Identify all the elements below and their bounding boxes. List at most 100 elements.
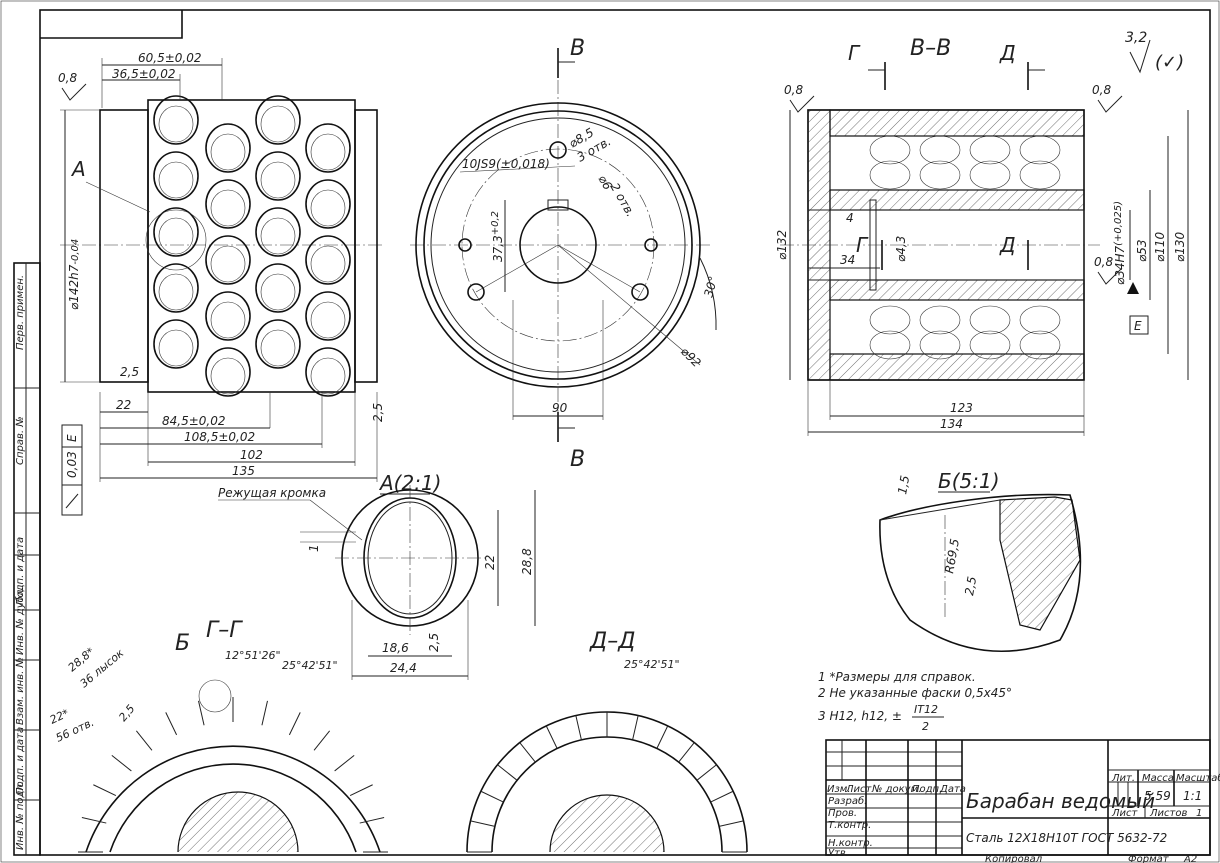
tb-prov: Пров. bbox=[828, 808, 857, 819]
section-hole bbox=[969, 160, 1011, 190]
detail-b: Б(5:1) 1,5 R69,5 2,5 bbox=[879, 469, 1082, 653]
detail-a-dim-288: 28,8 bbox=[520, 548, 534, 575]
section-hole bbox=[1019, 160, 1061, 190]
detail-a-note: Режущая кромка bbox=[218, 486, 326, 500]
note-frac-den: 2 bbox=[922, 720, 929, 733]
front-dim-r25: 2,5 bbox=[120, 365, 139, 379]
section-tooth bbox=[261, 700, 268, 726]
section-hole bbox=[869, 330, 911, 360]
detail-b-title: Б(5:1) bbox=[938, 469, 1000, 493]
detail-b-dim-25: 2,5 bbox=[962, 575, 979, 596]
drum-hole bbox=[205, 235, 251, 285]
section-hole bbox=[919, 160, 961, 190]
side-label-top: В bbox=[570, 36, 585, 61]
front-dim-22: 22 bbox=[116, 398, 131, 412]
detail-a: А(2:1) Режущая кромка 1 22 28,8 18,6 2,5… bbox=[218, 471, 536, 680]
tolerance-base: Е bbox=[65, 434, 79, 442]
front-dim-r25b: 2,5 bbox=[371, 403, 385, 422]
tb-listov-lbl: Листов bbox=[1149, 808, 1187, 819]
tb-razrab: Разраб. bbox=[828, 795, 867, 807]
section-gg-a1: 12°51'26" bbox=[225, 649, 281, 662]
dd-teeth bbox=[467, 712, 747, 853]
section-tooth bbox=[497, 764, 518, 781]
tb-tkontr: Т.контр. bbox=[828, 820, 871, 831]
section-bb-cut-g: Г bbox=[848, 41, 861, 65]
drum-hole bbox=[305, 235, 351, 285]
section-dd-a1: 25°42'51" bbox=[624, 658, 680, 671]
drum-hole bbox=[305, 291, 351, 341]
section-hole bbox=[1019, 135, 1061, 165]
note-1: 1 *Размеры для справок. bbox=[818, 670, 976, 684]
bb-holes bbox=[869, 135, 1061, 360]
section-tooth bbox=[359, 817, 385, 824]
drum-hole bbox=[205, 291, 251, 341]
section-hole bbox=[969, 330, 1011, 360]
notes: 1 *Размеры для справок. 2 Не указанные ф… bbox=[818, 670, 1012, 733]
stamp-podl: Инв. № подл. bbox=[15, 781, 26, 850]
bb-dim-53: ⌀53 bbox=[1135, 240, 1149, 263]
section-bb: В–В Г Д Г Д 0,8 0,8 0,8 ⌀132 4 34 ⌀4 bbox=[775, 36, 1189, 436]
section-hole bbox=[869, 305, 911, 335]
detail-a-dim-1: 1 bbox=[307, 544, 321, 552]
side-label-bottom: В bbox=[570, 447, 585, 472]
tb-masshtab: Масштаб bbox=[1176, 772, 1220, 784]
bb-dim-34: 34 bbox=[840, 253, 855, 267]
section-bb-cut-d: Д bbox=[999, 41, 1016, 65]
tb-kopiroval: Копировал bbox=[985, 854, 1043, 863]
tb-doc: № докум. bbox=[871, 784, 921, 795]
bb-dim-34h7: ⌀34H7(+0,025) bbox=[1113, 201, 1127, 285]
side-dim-30: 30° bbox=[701, 275, 720, 299]
tb-massa: Масса bbox=[1142, 773, 1174, 784]
side-stamp-column: Перв. примен. Справ. № Подп. и дата Инв.… bbox=[13, 262, 41, 856]
gg-teeth bbox=[78, 697, 388, 853]
drum-hole bbox=[255, 207, 301, 257]
section-tooth bbox=[334, 754, 355, 772]
section-dd-title: Д–Д bbox=[589, 629, 635, 654]
drum-hole bbox=[305, 123, 351, 173]
section-tooth bbox=[656, 725, 669, 749]
roughness-mark: (✓) bbox=[1155, 52, 1184, 73]
section-gg-label-b: Б bbox=[175, 631, 190, 656]
bb-dim-110: ⌀110 bbox=[1153, 232, 1167, 262]
section-tooth bbox=[111, 754, 132, 772]
section-tooth bbox=[470, 820, 495, 827]
side-dim-hole6: ⌀6 bbox=[595, 173, 615, 193]
section-tooth bbox=[678, 742, 695, 763]
section-tooth bbox=[545, 725, 558, 749]
tb-mass-val: 5,59 bbox=[1144, 789, 1171, 803]
front-holes bbox=[153, 95, 351, 397]
stamp-dubl: Инв. № дубл. bbox=[14, 587, 26, 655]
section-gg-d22: 22* bbox=[48, 706, 72, 726]
stamp-sprav: Справ. № bbox=[15, 416, 26, 465]
tb-nkontr: Н.контр. bbox=[828, 838, 873, 849]
stamp-podp2: Подп. и дата bbox=[15, 727, 26, 795]
bb-dim-130: ⌀130 bbox=[1173, 232, 1187, 262]
section-hole bbox=[869, 160, 911, 190]
drum-hole bbox=[205, 179, 251, 229]
tb-lit: Лит. bbox=[1111, 773, 1135, 784]
section-tooth bbox=[313, 730, 331, 751]
drum-hole bbox=[255, 319, 301, 369]
drum-hole bbox=[305, 179, 351, 229]
bb-dim-134: 134 bbox=[940, 417, 963, 431]
section-hole bbox=[969, 135, 1011, 165]
section-tooth bbox=[135, 730, 153, 751]
stamp-podp1: Подп. и дата bbox=[15, 537, 26, 605]
drum-hole bbox=[255, 151, 301, 201]
section-tooth bbox=[480, 790, 504, 803]
tb-scale-val: 1:1 bbox=[1183, 789, 1202, 803]
front-dim-605: 60,5±0,02 bbox=[138, 51, 202, 65]
drum-hole bbox=[205, 347, 251, 397]
detail-b-dim-15: 1,5 bbox=[895, 474, 912, 495]
section-gg-title: Г–Г bbox=[206, 618, 243, 643]
front-label-a: А bbox=[70, 157, 86, 181]
section-hole bbox=[919, 330, 961, 360]
section-tooth bbox=[632, 715, 639, 740]
front-dim-102: 102 bbox=[240, 448, 263, 462]
drum-hole bbox=[305, 347, 351, 397]
drum-hole bbox=[205, 123, 251, 173]
section-tooth bbox=[696, 764, 717, 781]
section-hole bbox=[919, 305, 961, 335]
tb-data: Дата bbox=[939, 784, 966, 795]
drum-hole bbox=[153, 263, 199, 313]
